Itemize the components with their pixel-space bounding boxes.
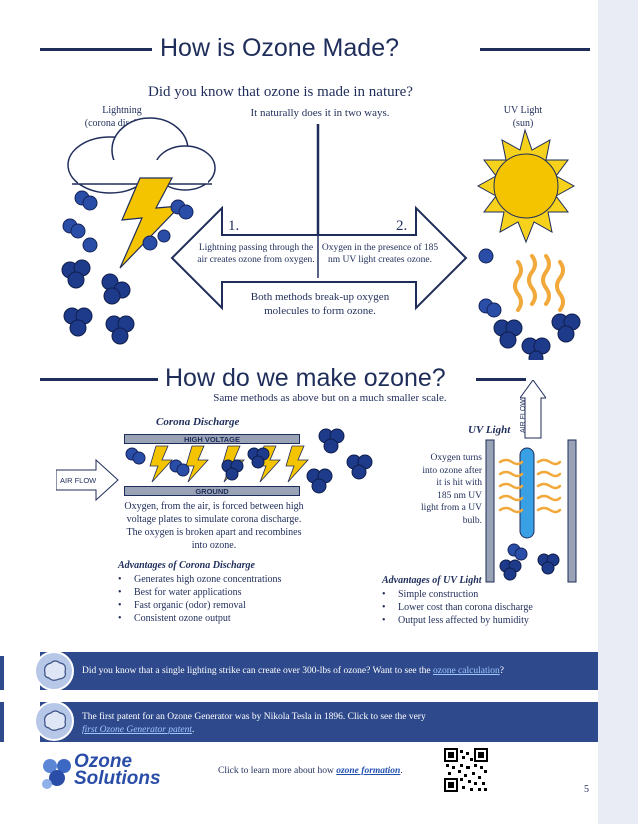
lightning-label-line1: Lightning: [102, 105, 142, 116]
intro-text: It naturally does it in two ways.: [250, 107, 390, 119]
adv-uv-item: Simple construction: [382, 588, 582, 601]
adv-corona-title: Advantages of Corona Discharge: [118, 560, 255, 571]
air-flow-vertical-arrow: [520, 380, 546, 439]
page-title: How is Ozone Made?: [160, 34, 400, 62]
uv-bulb-illustration: [485, 439, 577, 583]
adv-corona-item: Generates high ozone concentrations: [118, 573, 338, 586]
logo-bubbles-icon: [42, 759, 71, 789]
adv-uv-list: Simple construction Lower cost than coro…: [382, 588, 582, 627]
ozone-calculation-link[interactable]: ozone calculation: [433, 666, 500, 676]
uv-label: UV Light (sun): [488, 104, 558, 130]
adv-uv-item: Output less affected by humidity: [382, 614, 582, 627]
fact-banner-1-end: ?: [499, 666, 504, 676]
sun-icon: [476, 128, 576, 244]
uv-rays-icon: [498, 458, 562, 514]
title-rule-right: [480, 48, 590, 51]
lightning-label-line2: (corona discharge): [84, 118, 160, 129]
method2-text: Oxygen in the presence of 185 nm UV ligh…: [321, 243, 439, 265]
section2-subtitle: Same methods as above but on a much smal…: [213, 392, 447, 404]
uv-molecules: [499, 543, 560, 581]
company-logo[interactable]: Ozone Solutions: [74, 751, 161, 789]
lightning-label: Lightning (corona discharge): [72, 104, 172, 130]
adv-corona-item: Best for water applications: [118, 586, 338, 599]
logo-line-2: Solutions: [74, 768, 161, 789]
adv-corona-item: Fast organic (odor) removal: [118, 599, 338, 612]
oxygen-molecules-left: [62, 190, 194, 253]
banner1-edge: [0, 656, 4, 690]
cloud-icon: [67, 117, 216, 194]
uv-label-line2: (sun): [512, 118, 534, 129]
fact-banner-2: [40, 702, 598, 742]
oxygen-molecules-right: [478, 248, 502, 318]
lightning-bolt-icon: [119, 177, 182, 269]
section2-rule-left: [40, 378, 158, 381]
ozone-molecules-right: [493, 313, 581, 360]
first-patent-link[interactable]: first Ozone Generator patent: [82, 725, 193, 735]
ground-plate: GROUND: [124, 486, 300, 496]
corona-molecules: [125, 428, 373, 494]
fact-banner-2-body: The first patent for an Ozone Generator …: [82, 712, 426, 722]
page-subtitle: Did you know that ozone is made in natur…: [148, 84, 413, 100]
air-flow-label: AIR FLOW: [60, 476, 97, 485]
corona-illustration: [56, 428, 373, 502]
brain-icon-2: [34, 701, 74, 741]
section2-rule-right: [476, 378, 526, 381]
learn-more-text: Click to learn more about how ozone form…: [218, 766, 403, 776]
adv-uv-item: Lower cost than corona discharge: [382, 601, 582, 614]
ozone-molecules-left: [61, 259, 135, 345]
brain-icon: [34, 651, 74, 691]
uv-waves-icon: [513, 254, 565, 312]
adv-corona-list: Generates high ozone concentrations Best…: [118, 573, 338, 625]
fact-banner-1-body: Did you know that a single lighting stri…: [82, 666, 433, 676]
fact-banner-1: [40, 652, 598, 690]
title-rule-left: [40, 48, 152, 51]
uv-light-title: UV Light: [468, 424, 511, 436]
learn-more-end: .: [400, 766, 403, 776]
method1-number: 1.: [228, 218, 240, 234]
adv-corona-item: Consistent ozone output: [118, 612, 338, 625]
corona-title: Corona Discharge: [156, 416, 240, 428]
air-flow-vertical-label: AIR FLOW: [520, 399, 527, 433]
both-methods-text: Both methods break-up oxygen molecules t…: [250, 291, 390, 317]
double-arrow: [170, 205, 468, 311]
fact-banner-2-end: .: [192, 725, 195, 735]
high-voltage-plate: HIGH VOLTAGE: [124, 434, 300, 444]
logo-line-1: Ozone: [74, 751, 133, 772]
method1-text: Lightning passing through the air create…: [197, 243, 315, 265]
adv-uv-title: Advantages of UV Light: [382, 575, 482, 586]
nature-illustration: [61, 117, 581, 360]
ozone-formation-link[interactable]: ozone formation: [336, 766, 401, 776]
air-flow-arrow-icon: [56, 458, 119, 502]
qr-code[interactable]: [444, 748, 488, 792]
uv-label-line1: UV Light: [503, 105, 543, 116]
method2-number: 2.: [396, 218, 408, 234]
section2-title: How do we make ozone?: [165, 364, 446, 392]
banner2-edge: [0, 702, 4, 742]
corona-description: Oxygen, from the air, is forced between …: [124, 501, 304, 551]
fact-banner-2-text: The first patent for an Ozone Generator …: [82, 711, 582, 737]
page-number: 5: [584, 784, 589, 795]
uv-bulb-icon: [519, 447, 535, 539]
fact-banner-1-text: Did you know that a single lighting stri…: [82, 665, 592, 678]
page-side-bar: [598, 0, 638, 824]
learn-more-body: Click to learn more about how: [218, 766, 337, 776]
uv-description: Oxygen turns into ozone after it is hit …: [421, 453, 482, 526]
